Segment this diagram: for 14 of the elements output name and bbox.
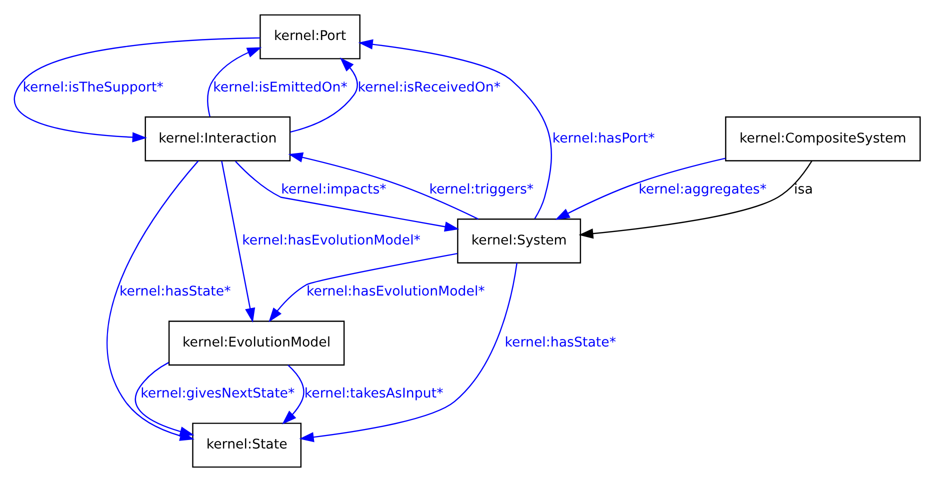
edge-label: kernel:triggers* xyxy=(428,182,534,197)
edge-label: isa xyxy=(794,182,812,197)
edge-label: kernel:impacts* xyxy=(280,182,386,197)
edge-label: kernel:hasState* xyxy=(504,334,616,350)
edge-label: kernel:isEmittedOn* xyxy=(212,80,347,95)
edge-label: kernel:hasEvolutionModel* xyxy=(306,284,484,299)
edge-label: kernel:hasState* xyxy=(118,284,230,299)
edge-label: kernel:hasPort* xyxy=(552,130,654,146)
edge-label: kernel:hasEvolutionModel* xyxy=(242,232,420,248)
edge-label: kernel:aggregates* xyxy=(638,182,766,197)
edge-label: kernel:isTheSupport* xyxy=(22,80,163,95)
edge-label: kernel:givesNextState* xyxy=(140,386,294,402)
edge-label: kernel:takesAsInput* xyxy=(304,386,443,402)
edge-label: kernel:isReceivedOn* xyxy=(357,80,500,95)
